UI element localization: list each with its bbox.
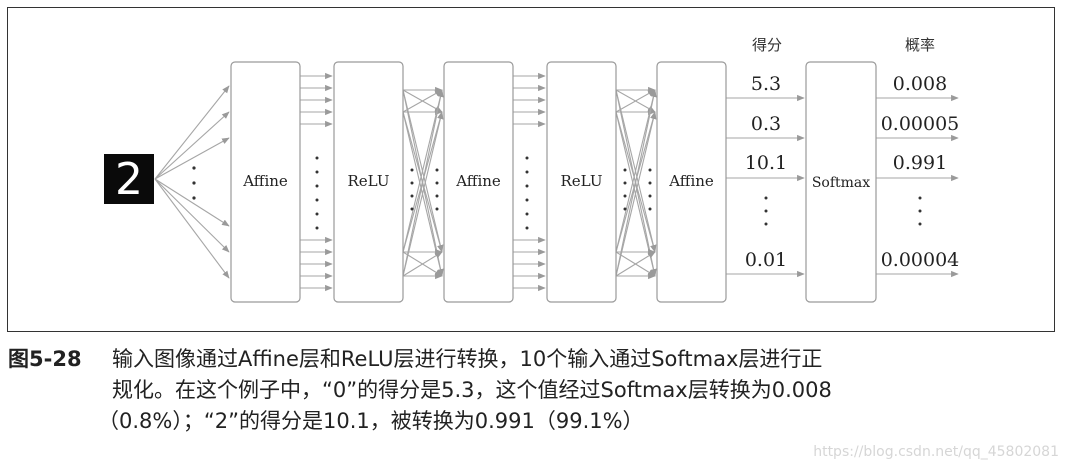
ellipsis-dot <box>623 168 627 172</box>
layer-box <box>443 61 514 303</box>
score-value: 10.1 <box>745 152 787 174</box>
ellipsis-dot <box>623 194 627 198</box>
ellipsis-dot <box>764 196 768 200</box>
ellipsis-dot <box>315 198 319 202</box>
ellipsis-dot <box>410 181 414 185</box>
prob-value: 0.00004 <box>881 249 960 271</box>
caption-line-3: （0.8%）；“2”的得分是10.1，被转换为0.991（99.1%） <box>98 409 644 433</box>
prob-value: 0.991 <box>893 152 947 174</box>
layer-label: Affine <box>455 172 501 190</box>
caption-line-2: 规化。在这个例子中，“0”的得分是5.3，这个值经过Softmax层转换为0.0… <box>112 378 832 402</box>
dense-edge <box>402 89 444 253</box>
ellipsis-dot <box>410 207 414 211</box>
layer-label: Affine <box>242 172 288 190</box>
ellipsis-dot <box>525 156 529 160</box>
ellipsis-dot <box>315 170 319 174</box>
neuron-ellipsis <box>315 156 922 230</box>
input-edge <box>154 111 230 180</box>
ellipsis-dot <box>315 212 319 216</box>
ellipsis-dot <box>648 181 652 185</box>
layer-boxes: Affine ReLU Affine ReLU Affine Softmax <box>230 61 877 303</box>
ellipsis-dot <box>525 198 529 202</box>
dense-edge <box>615 251 656 277</box>
watermark: https://blog.csdn.net/qq_45802081 <box>813 444 1059 460</box>
dense-edge <box>402 89 443 113</box>
prob-value: 0.008 <box>893 73 947 95</box>
input-digit-glyph: 2 <box>115 154 143 205</box>
input-digit-image: 2 <box>104 154 154 205</box>
ellipsis-dot <box>764 209 768 213</box>
ellipsis-dot <box>648 168 652 172</box>
layer-label: Affine <box>668 172 714 190</box>
ellipsis-dot <box>435 194 439 198</box>
ellipsis-dot <box>315 156 319 160</box>
score-value: 0.01 <box>745 249 787 271</box>
ellipsis-dot <box>918 222 922 226</box>
input-edge <box>154 178 230 227</box>
caption-text-1: 输入图像通过Affine层和ReLU层进行转换，10个输入通过Softmax层进… <box>112 347 823 371</box>
ellipsis-dot <box>410 168 414 172</box>
ellipsis-dot <box>435 168 439 172</box>
ellipsis-dot <box>918 196 922 200</box>
ellipsis-dot <box>648 194 652 198</box>
score-value: 5.3 <box>751 73 781 95</box>
layer-box <box>546 61 617 303</box>
dense-edge <box>615 89 656 113</box>
probs-header: 概率 <box>905 36 935 54</box>
ellipsis-dot <box>315 184 319 188</box>
input-edge <box>154 137 230 180</box>
dense-edge <box>402 251 443 277</box>
network-edges <box>154 72 959 292</box>
input-edge <box>154 178 230 253</box>
ellipsis-dot <box>525 226 529 230</box>
score-value: 0.3 <box>751 113 781 135</box>
input-edge <box>154 85 230 180</box>
ellipsis-dot <box>918 209 922 213</box>
ellipsis-dot <box>623 181 627 185</box>
ellipsis-dot <box>410 194 414 198</box>
caption-line-1: 图5-28 输入图像通过Affine层和ReLU层进行转换，10个输入通过Soft… <box>8 344 1058 375</box>
dense-edge <box>615 89 657 277</box>
softmax-label: Softmax <box>812 175 870 191</box>
dense-edge <box>402 89 444 277</box>
layer-label: ReLU <box>348 172 390 190</box>
layer-box <box>230 61 301 303</box>
caption-label: 图5-28 <box>8 347 82 371</box>
network-diagram: 2 Affine ReLU Affine ReLU Affine Softmax 得分 概… <box>104 36 960 303</box>
ellipsis-dot <box>435 207 439 211</box>
ellipsis-dot <box>525 170 529 174</box>
layer-box <box>333 61 404 303</box>
ellipsis-dot <box>525 184 529 188</box>
layer-box <box>656 61 727 303</box>
dense-edge <box>615 89 657 253</box>
ellipsis-dot <box>435 181 439 185</box>
ellipsis-dot <box>315 226 319 230</box>
dense-edge <box>402 111 444 277</box>
input-edge <box>154 178 230 279</box>
softmax-box <box>805 61 877 303</box>
ellipsis-dot <box>525 212 529 216</box>
ellipsis-dot <box>648 207 652 211</box>
scores-header: 得分 <box>752 36 782 54</box>
ellipsis-dot <box>764 222 768 226</box>
prob-value: 0.00005 <box>881 113 960 135</box>
diagram-frame <box>7 7 1055 332</box>
ellipsis-dot <box>623 207 627 211</box>
input-ellipsis <box>192 166 196 200</box>
dense-edge <box>615 111 657 277</box>
figure-caption: 图5-28 输入图像通过Affine层和ReLU层进行转换，10个输入通过Soft… <box>8 344 1058 437</box>
layer-label: ReLU <box>561 172 603 190</box>
